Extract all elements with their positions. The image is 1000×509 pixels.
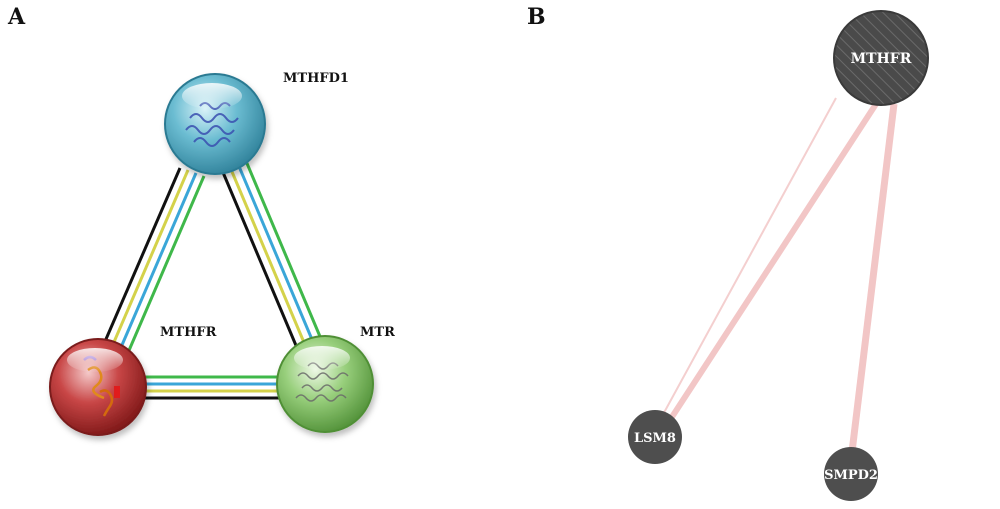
node-label-smpd2: SMPD2 [824, 468, 878, 483]
edge-mthfr-mtr[interactable] [140, 375, 285, 400]
panel-label-a: A [8, 4, 26, 30]
node-label-mthfr-query: MTHFR [851, 51, 912, 67]
edge-mthfr-lsm8-thick[interactable] [667, 102, 879, 422]
node-label-mthfd1: MTHFD1 [283, 71, 349, 86]
node-label-mtr: MTR [360, 325, 395, 340]
node-lsm8[interactable]: LSM8 [628, 410, 682, 464]
node-mthfr[interactable] [49, 338, 147, 436]
edge-mthfd1-mthfr[interactable] [98, 167, 206, 363]
genemania-network-panel: MTHFR LSM8 SMPD2 [628, 10, 929, 501]
node-label-lsm8: LSM8 [634, 431, 676, 446]
node-mthfd1[interactable] [164, 73, 266, 175]
edge-mthfr-smpd2[interactable] [848, 103, 898, 453]
node-mtr[interactable] [276, 335, 374, 433]
node-smpd2[interactable]: SMPD2 [824, 447, 878, 501]
node-label-mthfr: MTHFR [160, 325, 217, 340]
string-network-panel: MTHFD1 MTHFR MTR [49, 71, 395, 436]
panel-label-b: B [527, 4, 546, 30]
edge-mthfd1-mtr[interactable] [220, 160, 326, 356]
node-mthfr-query[interactable]: MTHFR [833, 10, 929, 106]
edge-mthfr-lsm8-thin[interactable] [659, 97, 837, 421]
